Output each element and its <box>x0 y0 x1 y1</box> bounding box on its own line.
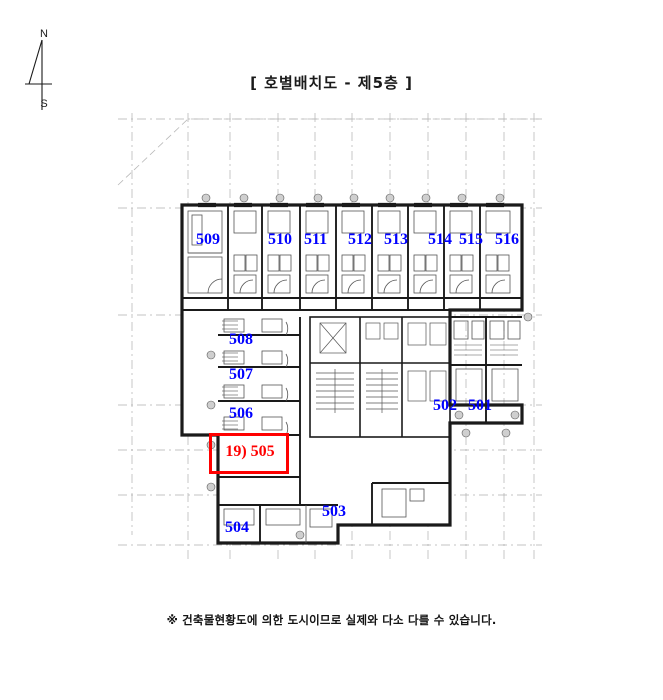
unit-label-509: 509 <box>196 231 220 248</box>
unit-label-512: 512 <box>348 231 372 248</box>
unit-503-partitions <box>381 488 425 518</box>
central-core <box>309 316 451 438</box>
column-markers <box>201 193 533 540</box>
unit-label-514: 514 <box>428 231 452 248</box>
unit-label-516: 516 <box>495 231 519 248</box>
unit-label-508: 508 <box>229 331 253 348</box>
unit-503-walls <box>371 482 450 525</box>
floorplan-drawing <box>110 105 550 595</box>
unit-label-503: 503 <box>322 503 346 520</box>
page-title: [ 호별배치도 - 제5층 ] <box>250 74 413 92</box>
unit-label-515: 515 <box>459 231 483 248</box>
unit-label-511: 511 <box>304 231 328 248</box>
unit-label-510: 510 <box>268 231 292 248</box>
core-stairs <box>316 322 447 413</box>
compass-icon <box>25 39 52 110</box>
west-wing-partitions <box>222 318 333 543</box>
unit-label-502: 502 <box>433 397 457 414</box>
north-wing-walls <box>182 205 522 311</box>
east-wing-walls <box>450 316 522 423</box>
unit-label-513: 513 <box>384 231 408 248</box>
unit-label-501: 501 <box>468 397 492 414</box>
unit-label-504: 504 <box>225 519 249 536</box>
floorplan-svg <box>117 113 542 560</box>
compass-south-label: S <box>40 98 48 110</box>
east-wing-partitions <box>453 320 521 402</box>
disclaimer-note: ※ 건축물현황도에 의한 도시이므로 실제와 다소 다를 수 있습니다. <box>166 613 497 627</box>
site-boundary <box>117 118 542 186</box>
north-wing-partitions <box>187 210 511 294</box>
unit-label-506: 506 <box>229 405 253 422</box>
compass-rose: N S <box>22 22 82 122</box>
unit-label-507: 507 <box>229 366 253 383</box>
highlighted-unit-label: 19) 505 <box>225 443 275 460</box>
compass-north-label: N <box>40 28 48 40</box>
